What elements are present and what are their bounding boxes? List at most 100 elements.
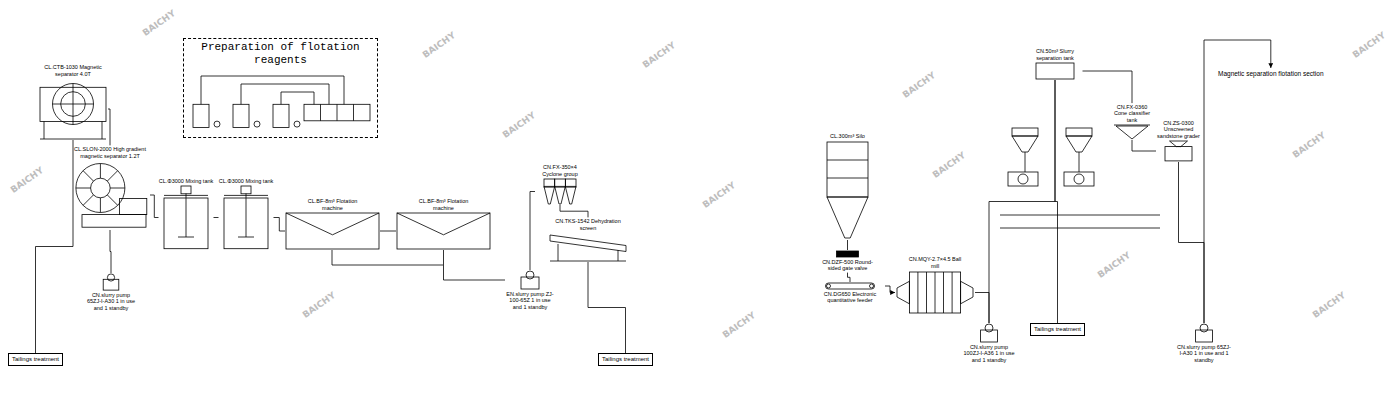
equipment-symbol-holder (1156, 140, 1201, 162)
equipment-label: CN.slurry pump 65ZJ-I-A30 1 in use and 1… (86, 291, 136, 312)
pipe-connector (1204, 40, 1271, 323)
equipment-label: EN.slurry pump ZJ-100-65Z 1 in use and 1… (505, 290, 555, 311)
pipe-line (1000, 215, 1160, 216)
pipe-connector (588, 262, 626, 353)
equipment-label: Tailings treatment (1034, 325, 1081, 334)
equipment-symbol (548, 232, 628, 262)
pipe-connector (108, 109, 110, 145)
equipment-symbol-holder (396, 212, 491, 250)
equipment-symbol-holder (975, 323, 1003, 343)
pipe-connector (975, 293, 989, 324)
equipment-symbol-holder (1112, 124, 1152, 140)
equipment-label: CN.ZS-0300 Unscreened sandstone grader (1156, 119, 1201, 140)
separator-symbol (1064, 172, 1094, 186)
equipment-symbol-holder (540, 178, 580, 205)
ball-mill: CN.MQY-2.7×4.5 Ball mill (895, 255, 975, 315)
watermark: BAICHY (721, 310, 758, 340)
equipment-symbol-holder (815, 282, 885, 290)
pipe-connector (1055, 80, 1058, 323)
slurry-pump: CN.slurry pump 65ZJ-I-A30 1 in use and 1… (86, 273, 136, 312)
equipment-symbol-holder (98, 273, 124, 291)
separator-symbol (1066, 136, 1092, 152)
equipment-symbol-holder (825, 140, 870, 240)
equipment-label: CN.DG650 Electronic quantitative feeder (815, 290, 885, 305)
slurry-pump: EN.slurry pump ZJ-100-65Z 1 in use and 1… (505, 270, 555, 311)
equipment-symbol-holder (515, 270, 545, 290)
mixing-tank: CL.Φ3000 Mixing tank (159, 177, 214, 250)
equipment-symbol-holder (285, 212, 380, 250)
quantitative-feeder: CN.DG650 Electronic quantitative feeder (815, 282, 885, 305)
flotation-machine: CL.BF-8m³ Flotation machine (285, 197, 380, 250)
equipment-label: CN.MQY-2.7×4.5 Ball mill (905, 255, 965, 270)
slurry-pump: CN.slurry pump 100ZJ-I-A36 1 in use and … (962, 323, 1017, 364)
pipe-connector (1132, 140, 1156, 151)
equipment-symbol-holder (1035, 62, 1075, 80)
reagent-preparation-box: Preparation of flotation reagents (183, 38, 378, 138)
tailings-box: Tailings treatment (1030, 323, 1085, 336)
watermark: BAICHY (301, 290, 338, 320)
watermark: BAICHY (641, 40, 678, 70)
equipment-symbol (285, 212, 380, 250)
watermark: BAICHY (501, 110, 538, 140)
pipe-connector (885, 286, 895, 293)
pipe-line (332, 250, 443, 265)
equipment-label: CN.DZF-500 Round-sided gate valve (818, 258, 878, 273)
equipment-label: Magnetic separation flotation section (1218, 69, 1324, 78)
equipment-symbol (820, 250, 875, 258)
pipe-connector (530, 192, 535, 271)
pipe-line (1079, 152, 1080, 172)
equipment-symbol (1035, 62, 1075, 80)
watermark: BAICHY (931, 150, 968, 180)
separator-symbol (1018, 174, 1028, 184)
equipment-symbol (1156, 140, 1201, 162)
equipment-symbol (187, 68, 374, 134)
separator-symbol (1008, 172, 1038, 186)
separator-symbol (1074, 174, 1084, 184)
equipment-symbol-holder (162, 185, 210, 250)
pipe-line (1000, 228, 1160, 229)
slurry-pump: CN.slurry pump 65ZJ-I-A30 1 in use and 1… (1177, 323, 1232, 364)
pipe-connector (1179, 162, 1205, 323)
cone-classifier: CN.FX-0360 Cone classifier tank (1110, 103, 1155, 140)
equipment-symbol (38, 78, 108, 140)
mixing-tank: CL.Φ3000 Mixing tank (219, 177, 274, 250)
equipment-label: Tailings treatment (12, 355, 59, 364)
pipe-connector (110, 230, 111, 273)
equipment-symbol (98, 273, 124, 291)
watermark: BAICHY (1351, 30, 1388, 60)
separator-symbol (1066, 128, 1092, 136)
equipment-label: CL.BF-8m³ Flotation machine (409, 197, 479, 212)
equipment-symbol-holder (1190, 323, 1218, 343)
pipe-connector (1083, 71, 1133, 103)
equipment-symbol (540, 178, 580, 205)
equipment-symbol (70, 160, 150, 230)
equipment-symbol (1112, 124, 1152, 140)
cyclone-group: CN.FX-350×4 Cyclone group (535, 163, 585, 205)
silo: CL.300m³ Silo (823, 132, 873, 240)
equipment-label: CN.TKS-1542 Dehydration screen (548, 217, 628, 232)
pipe-connector (150, 195, 159, 218)
equipment-symbol (975, 323, 1003, 343)
sandstone-grader: CN.ZS-0300 Unscreened sandstone grader (1156, 119, 1201, 162)
equipment-label: CL.CTB-1030 Magnetic separator 4.0T (42, 63, 104, 78)
equipment-label: CN.FX-0360 Cone classifier tank (1110, 103, 1155, 124)
pipe-connector (274, 218, 286, 232)
equipment-symbol (895, 270, 975, 315)
watermark: BAICHY (421, 30, 458, 60)
separator-symbol (1012, 136, 1038, 152)
equipment-label: Preparation of flotation reagents (187, 39, 374, 68)
equipment-label: CL.Φ3000 Mixing tank (159, 177, 214, 185)
equipment-symbol (396, 212, 491, 250)
pipe-connector (214, 217, 219, 218)
equipment-symbol-holder (187, 68, 374, 134)
pipe-connector (848, 273, 851, 282)
equipment-symbol (162, 185, 210, 250)
pipe-connector (444, 250, 506, 280)
equipment-label: CL.300m³ Silo (823, 132, 873, 140)
watermark: BAICHY (1311, 290, 1348, 320)
watermark: BAICHY (701, 180, 738, 210)
watermark: BAICHY (1096, 250, 1133, 280)
pipe-connector (380, 231, 396, 232)
tailings-box: Tailings treatment (598, 353, 653, 366)
